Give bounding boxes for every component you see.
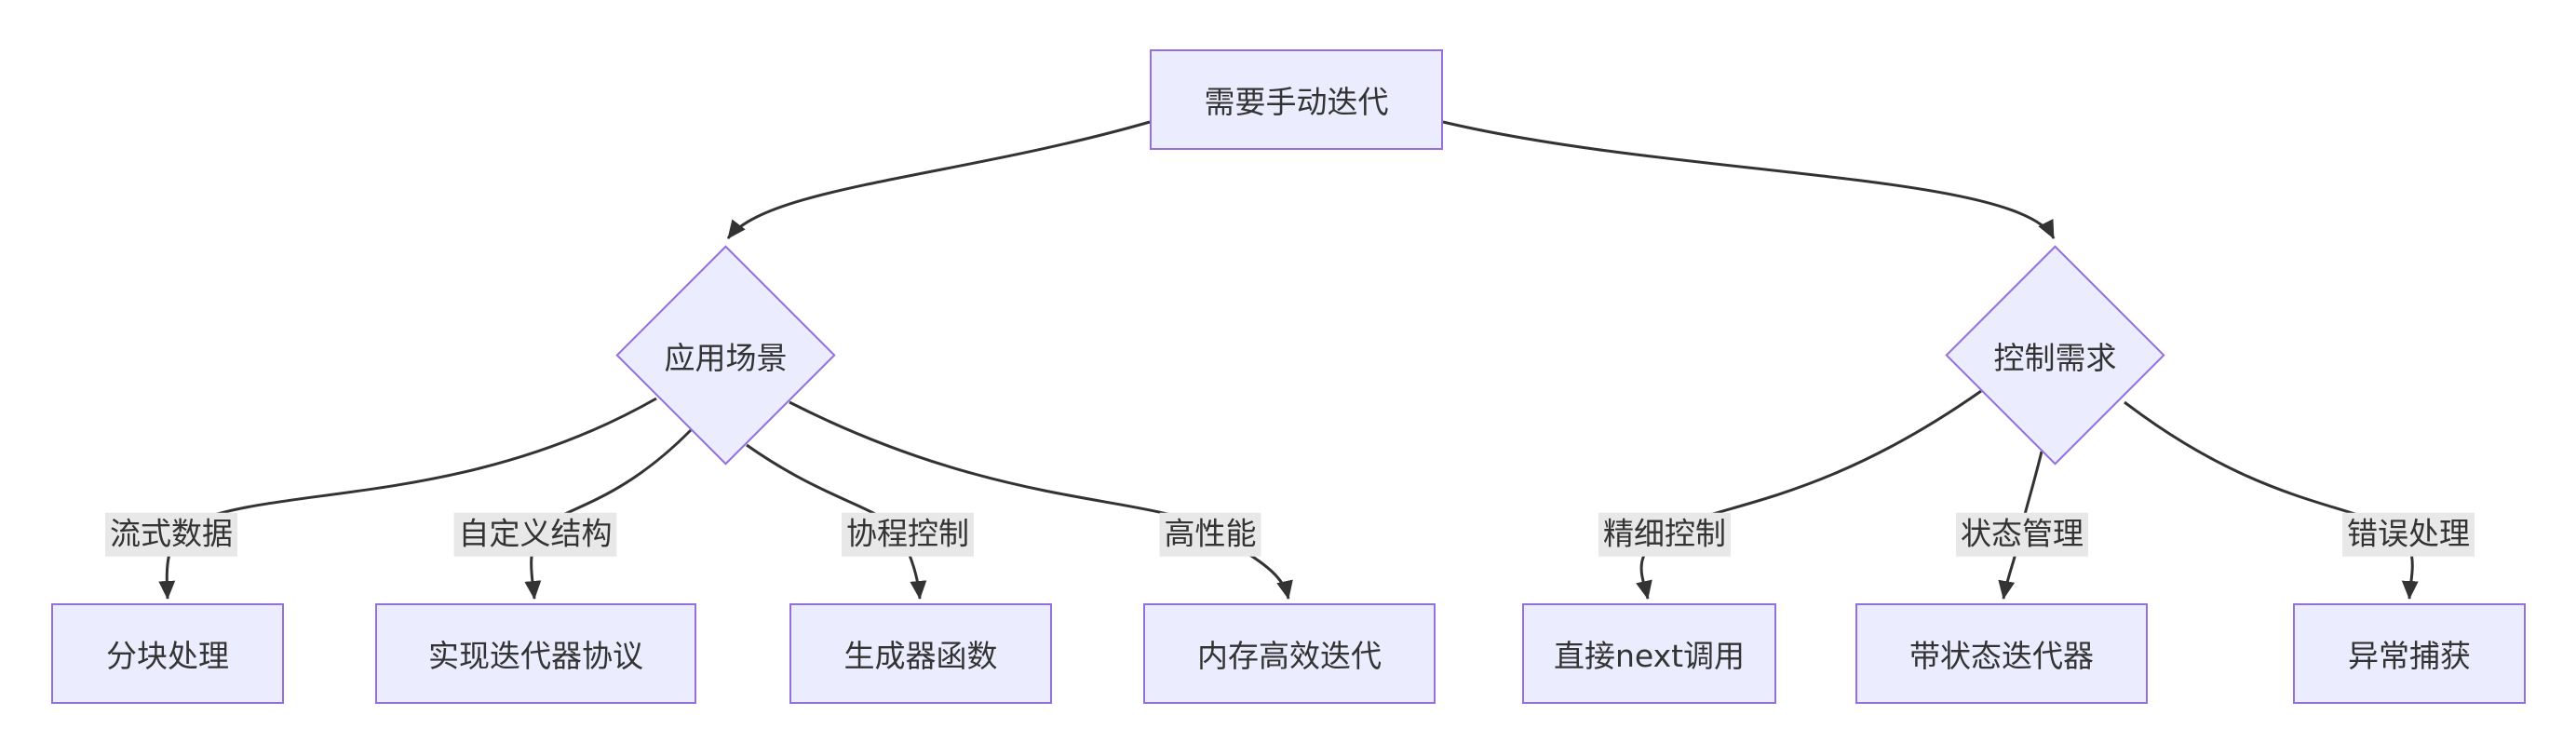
- node-memory-efficient-label: 内存高效迭代: [1197, 638, 1382, 674]
- node-stateful-iterator-label: 带状态迭代器: [1909, 638, 2094, 674]
- node-exception-capture-label: 异常捕获: [2348, 638, 2471, 674]
- edge-label-fine-control: 精细控制: [1598, 512, 1731, 557]
- edge-control-to-exception: [2124, 400, 2419, 600]
- edge-label-state-management: 状态管理: [1956, 512, 2088, 557]
- node-root: 需要手动迭代: [1150, 49, 1443, 150]
- node-direct-next-call-label: 直接next调用: [1553, 638, 1746, 674]
- edge-scenario-to-chunk: [158, 397, 657, 600]
- node-chunk-processing: 分块处理: [51, 603, 284, 704]
- node-root-label: 需要手动迭代: [1204, 84, 1389, 120]
- node-iterator-protocol: 实现迭代器协议: [375, 603, 696, 704]
- edge-scenario-to-memory: [789, 400, 1293, 600]
- node-chunk-processing-label: 分块处理: [106, 638, 229, 674]
- edge-label-custom-structure: 自定义结构: [453, 512, 617, 557]
- edge-root-to-control: [1442, 120, 2056, 239]
- node-generator-function-label: 生成器函数: [843, 638, 998, 674]
- node-iterator-protocol-label: 实现迭代器协议: [428, 638, 643, 674]
- decision-app-scenario-label: 应用场景: [664, 339, 788, 376]
- edge-root-to-scenario: [726, 120, 1151, 239]
- edge-label-coroutine-control: 协程控制: [842, 512, 974, 557]
- node-memory-efficient: 内存高效迭代: [1143, 603, 1436, 704]
- node-stateful-iterator: 带状态迭代器: [1855, 603, 2148, 704]
- node-direct-next-call: 直接next调用: [1522, 603, 1776, 704]
- node-exception-capture: 异常捕获: [2293, 603, 2526, 704]
- edge-label-streaming-data: 流式数据: [105, 512, 237, 557]
- edge-label-high-performance: 高性能: [1159, 512, 1261, 557]
- decision-control-need-label: 控制需求: [1993, 339, 2117, 376]
- edge-control-to-next-call: [1636, 389, 1982, 600]
- edge-label-error-handling: 错误处理: [2342, 512, 2475, 557]
- node-generator-function: 生成器函数: [789, 603, 1052, 704]
